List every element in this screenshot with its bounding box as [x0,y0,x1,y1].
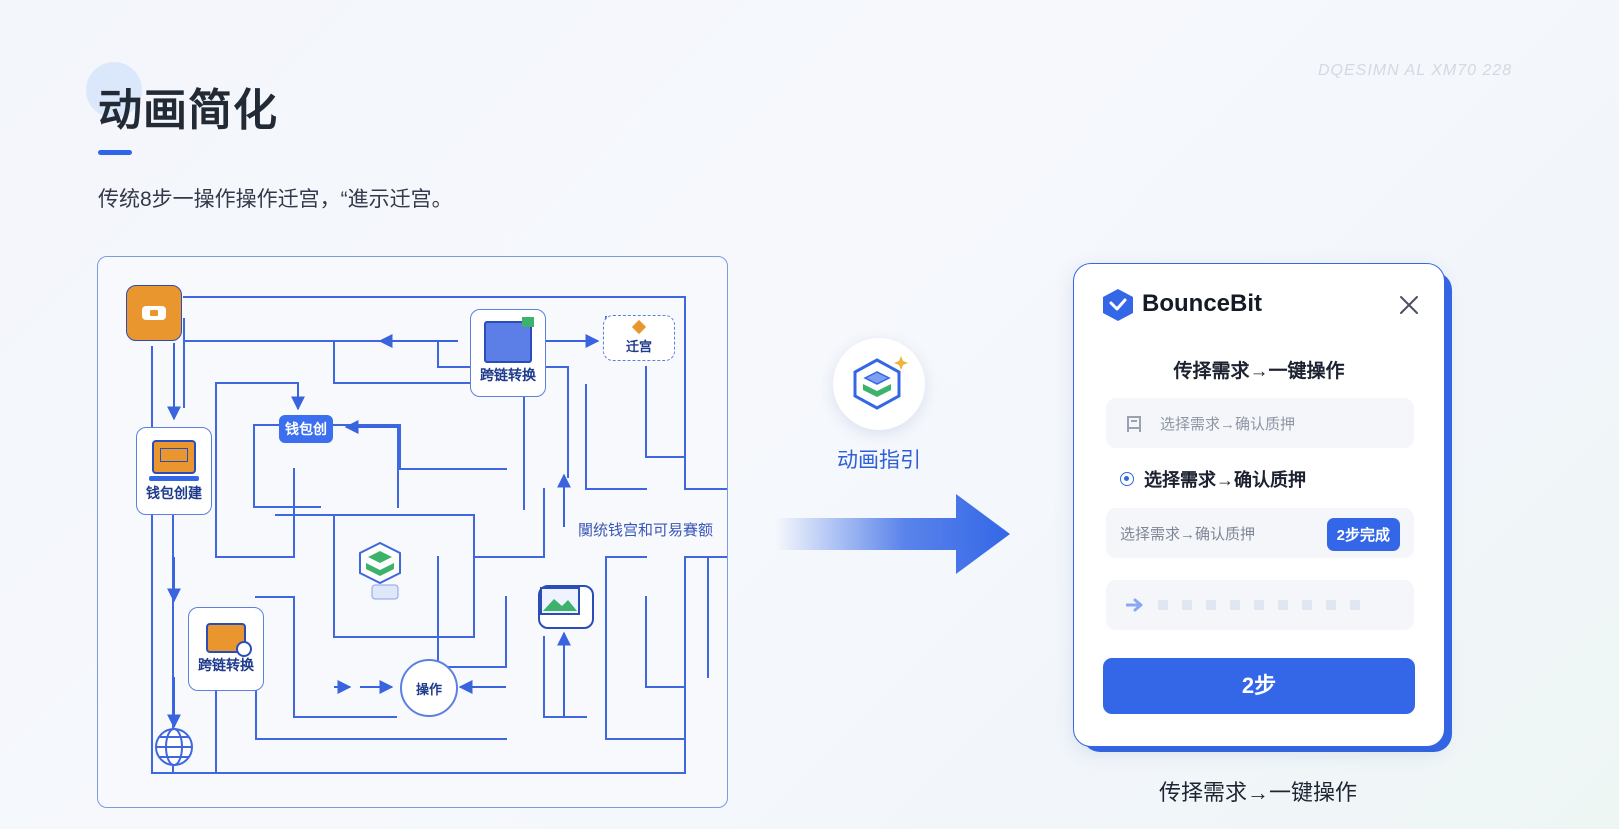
animation-guide-label: 动画指引 [837,449,921,472]
bottom-caption: 传择需求→一键操作 [1158,780,1357,805]
wallet-chip: 钱包创 [279,415,333,443]
bridge-bottom-label: 跨链转换 [198,657,254,673]
radio-option-label: 选择需求→确认质押 [1144,470,1306,490]
seat-icon [1127,416,1141,432]
arrow-right-icon [1126,598,1143,612]
maze-caption: 闃统钱宫和可易賽额 [576,519,716,540]
progress-dot [1158,600,1168,610]
animation-guide-badge [833,338,925,430]
two-step-button[interactable]: 2步 [1103,658,1415,714]
wallet-icon [152,439,196,474]
progress-dots [1158,600,1360,610]
card-lock-icon [206,623,252,657]
progress-track [1106,580,1414,630]
progress-dot [1350,600,1360,610]
progress-dot [1302,600,1312,610]
brand-name: BounceBit [1142,290,1262,317]
bridge-top-label: 跨链转换 [480,367,536,383]
progress-dot [1182,600,1192,610]
image-node [538,585,594,629]
maze-node: 迁宫 [603,315,675,361]
requirement-field-text: 选择需求→确认质押 [1160,416,1296,433]
title-underline [98,150,132,155]
progress-dot [1326,600,1336,610]
maze-node-label: 迁宫 [625,338,652,354]
bridge-node-top: 跨链转换 [470,309,546,397]
close-icon[interactable] [1396,292,1422,318]
cube-icon [359,541,401,600]
dialog-heading: 传择需求→一键操作 [1173,361,1345,382]
bridge-node-bottom: 跨链转换 [188,607,264,691]
page-subtitle: 传统8步一操作操作迁宫，“進示迁宫。 [98,188,453,211]
landscape-icon [540,587,580,615]
arrow-right-icon [776,494,1010,574]
cube-icon [853,356,908,410]
title-decoration [86,62,142,118]
page-title: 动画简化 [98,86,278,135]
operate-label: 操作 [415,681,442,697]
watermark-text: DQESIMN AL XM70 228 [1318,62,1513,79]
requirement-field[interactable]: 选择需求→确认质押 [1106,398,1414,448]
confirm-field[interactable]: 选择需求→确认质押 2步完成 [1106,508,1414,558]
radio-selected-icon[interactable] [1120,472,1134,486]
diamond-icon [631,319,647,334]
window-icon [484,317,534,363]
start-node [126,285,182,341]
progress-dot [1206,600,1216,610]
operate-node: 操作 [400,659,458,717]
bouncebit-dialog: BounceBit 传择需求→一键操作 选择需求→确认质押 选择需求→确认质押 … [1073,263,1445,747]
progress-dot [1230,600,1240,610]
radio-option[interactable]: 选择需求→确认质押 [1120,466,1306,492]
wallet-create-label: 钱包创建 [146,484,202,501]
bouncebit-logo-icon [1103,289,1133,321]
traditional-maze-panel: 跨链转换 迁宫 钱包创 钱包创建 跨链转换 操作 闃统钱宫和可易賽额 [97,256,728,808]
wallet-create-node: 钱包创建 [136,427,212,515]
progress-dot [1278,600,1288,610]
box-icon [142,306,166,320]
globe-icon [155,728,193,766]
progress-dot [1254,600,1264,610]
steps-complete-badge: 2步完成 [1326,518,1400,551]
confirm-field-text: 选择需求→确认质押 [1120,526,1256,543]
